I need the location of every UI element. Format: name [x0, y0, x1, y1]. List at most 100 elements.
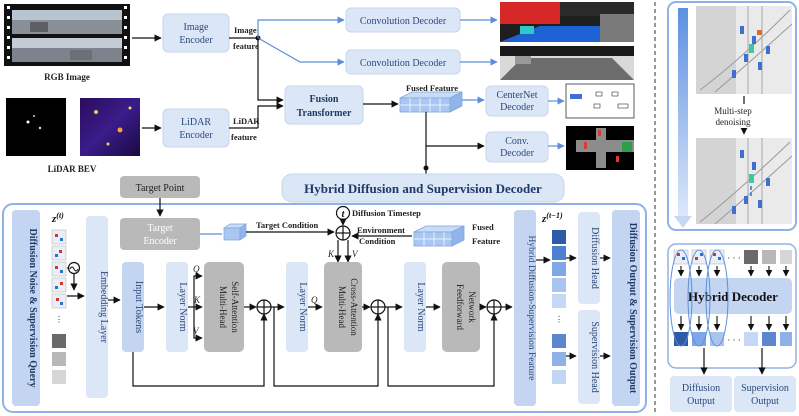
cross-attention-box [324, 262, 362, 352]
fusion-label-1: Fusion [310, 94, 339, 105]
z-t1-label: z(t−1) [541, 211, 563, 225]
layer-norm-2-label: Layer Norm [297, 282, 308, 331]
lidar-encoder-box [162, 108, 230, 148]
arrow-v-self [193, 307, 203, 342]
z-t-token-column: ⋮ [51, 229, 67, 384]
lidar-caption: LiDAR BEV [48, 164, 97, 174]
target-condition-token [222, 223, 248, 241]
side-output-tokens [674, 332, 792, 346]
q-label-self: Q [193, 264, 200, 274]
feedforward-label-2: Network [467, 291, 477, 323]
diffusion-output-label-1: Diffusion [682, 383, 720, 394]
denoising-progress-arrowhead [674, 216, 692, 228]
multistep-label-1: Multi-step [714, 106, 752, 116]
target-point-label: Target Point [136, 183, 185, 194]
arrow-to-conv-decoder-2 [257, 37, 345, 66]
multistep-label-bg [700, 104, 766, 128]
fused-feature-cube-top [399, 91, 463, 113]
residual-skip-2 [273, 307, 382, 387]
timestep-symbol: t [342, 209, 346, 220]
target-encoder-label-1: Target [147, 223, 172, 234]
conv-small-label-1: Conv. [505, 136, 529, 147]
layer-norm-3-box [404, 262, 426, 352]
v-label-self: V [193, 326, 200, 336]
layer-norm-2-box [286, 262, 308, 352]
lidar-bev-images [6, 98, 140, 156]
embedding-layer-box [86, 216, 108, 398]
arrow-lidar-to-fusion [257, 102, 284, 128]
feedforward-label-1: Feedforward [455, 284, 465, 330]
segmentation-output-image [500, 2, 634, 42]
layer-norm-1-box [166, 262, 188, 352]
supervision-output-label-1: Supervision [741, 383, 789, 394]
fused-feature-bottom-label-1: Fused [472, 222, 494, 232]
svg-text:⋮: ⋮ [55, 315, 63, 324]
arrow-image-to-fusion [257, 38, 284, 104]
residual-skip-3 [387, 307, 498, 387]
arrow-to-conv-decoder-1 [257, 16, 345, 38]
fusion-transformer-box [284, 85, 364, 125]
supervision-head-label: Supervision Head [589, 321, 600, 392]
diffusion-head-label: Diffusion Head [589, 227, 600, 289]
v-label-cross: V [352, 249, 359, 259]
supervision-output-box [734, 376, 796, 412]
side-recurrence-loops [669, 249, 729, 347]
side-hybrid-decoder-box [674, 278, 792, 314]
multistep-label-2: denoising [716, 117, 751, 127]
noise-query-bar [12, 210, 40, 406]
self-attention-box [204, 262, 244, 352]
noise-wave [69, 266, 79, 272]
centernet-label-2: Decoder [500, 102, 535, 113]
image-feature-label-1: Image [234, 25, 257, 35]
lidar-encoder-label-1: LiDAR [181, 117, 211, 128]
arrow-q-self [193, 272, 203, 307]
conv-decoder-small-box [485, 131, 549, 163]
diffusion-head-box [578, 212, 600, 304]
detection-output-image [565, 83, 635, 119]
lidar-feature-label-2: feature [231, 132, 257, 142]
hybrid-feature-label: Hybrid Diffusion-Supervision Feature [526, 236, 537, 381]
image-encoder-label-2: Encoder [179, 35, 213, 46]
layer-norm-1-label: Layer Norm [177, 282, 188, 331]
side-input-arrows [677, 266, 790, 277]
supervision-output-label-2: Output [751, 396, 779, 407]
conv-small-label-2: Decoder [500, 148, 535, 159]
target-condition-label: Target Condition [256, 220, 319, 230]
output-label: Diffusion Output & Supervision Output [627, 223, 638, 394]
fused-feature-top-label: Fused Feature [406, 83, 458, 93]
noise-query-label: Diffusion Noise & Supervision Query [27, 229, 38, 388]
svg-text:⋮: ⋮ [555, 315, 563, 324]
lidar-encoder-label-2: Encoder [179, 130, 213, 141]
embedding-layer-label: Embedding Layer [98, 271, 109, 344]
environment-condition-label-2: Condition [359, 236, 396, 246]
environment-condition-label-1: Environment [357, 225, 405, 235]
centernet-label-1: CenterNet [496, 90, 537, 101]
input-tokens-label: Input Tokens [133, 281, 144, 333]
z-t-label: z(t) [51, 211, 64, 225]
hybrid-decoder-title: Hybrid Diffusion and Supervision Decoder [304, 181, 542, 196]
bev-output-image [566, 126, 634, 170]
hybrid-decoder-title-box [281, 173, 565, 203]
image-encoder-label-1: Image [184, 22, 210, 33]
q-label-cross: Q [311, 295, 318, 305]
side-hybrid-decoder-label: Hybrid Decoder [688, 289, 778, 304]
diffusion-timestep-label: Diffusion Timestep [352, 208, 421, 218]
lidar-feature-label-1: LiDAR [233, 116, 260, 126]
side-dots-top: · · · [727, 253, 741, 263]
bev-map-top [696, 6, 793, 94]
k-label-self: K [193, 295, 201, 305]
input-tokens-box [122, 262, 144, 352]
layer-norm-3-label: Layer Norm [415, 282, 426, 331]
residual-skip-1 [132, 313, 268, 387]
bev-map-bottom [696, 138, 793, 225]
output-bar [612, 210, 640, 406]
image-feature-label-2: feature [233, 41, 259, 51]
rgb-image-filmstrip [4, 4, 130, 66]
target-encoder-label-2: Encoder [143, 236, 177, 247]
diffusion-output-box [670, 376, 732, 412]
side-dots-bottom: · · · [727, 335, 741, 345]
diffusion-output-label-2: Output [687, 396, 715, 407]
depth-output-image [500, 46, 634, 80]
